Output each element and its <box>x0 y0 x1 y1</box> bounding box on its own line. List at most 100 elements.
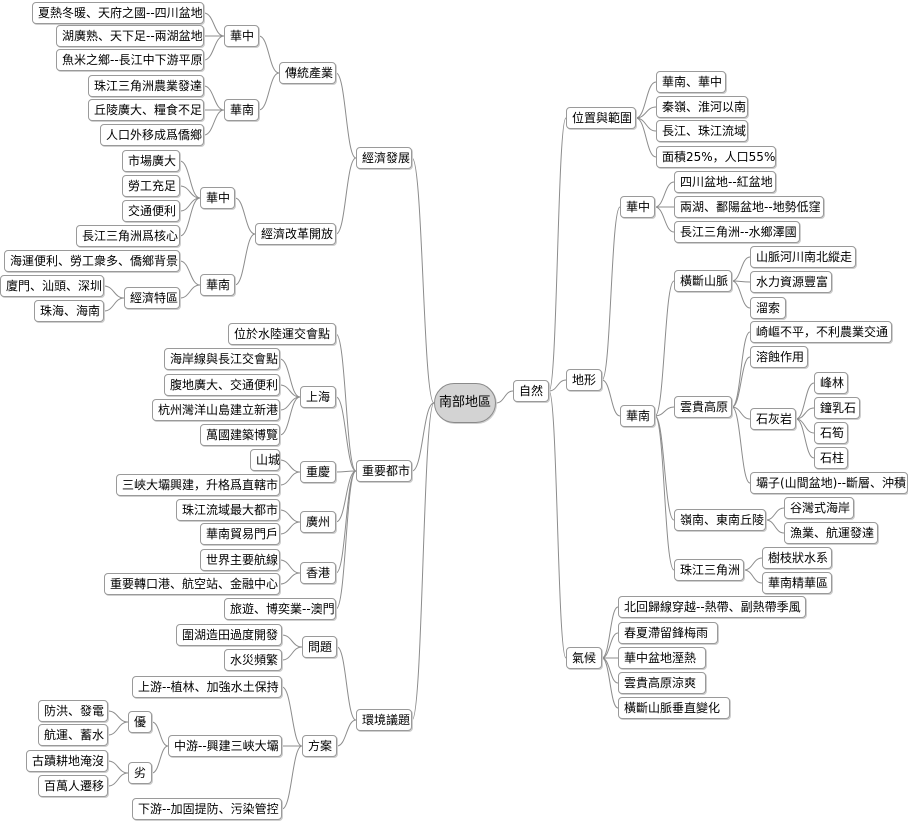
node-climate[interactable]: 氣候 <box>566 647 602 669</box>
node-ref-hz-1[interactable]: 市場廣大 <box>122 150 180 172</box>
node-hk-1[interactable]: 世界主要航線 <box>200 549 280 571</box>
node-dis-2[interactable]: 百萬人遷移 <box>38 775 108 797</box>
node-lime-3[interactable]: 石筍 <box>814 422 848 444</box>
link-trad-hn <box>258 72 280 111</box>
node-cl-2[interactable]: 春夏滯留鋒梅雨 <box>618 622 718 644</box>
node-loc-3[interactable]: 長江、珠江流域 <box>656 120 748 142</box>
node-lime[interactable]: 石灰岩 <box>750 408 796 430</box>
node-t-hz[interactable]: 華中 <box>620 196 655 218</box>
node-ref-hn-1[interactable]: 海運便利、勞工衆多、僑鄉背景 <box>4 250 180 272</box>
link-yg <box>654 406 675 417</box>
node-adv-1[interactable]: 防洪、發電 <box>38 700 108 722</box>
node-prob-1[interactable]: 圍湖造田過度開發 <box>176 624 282 646</box>
node-reform[interactable]: 經濟改革開放 <box>255 223 336 245</box>
node-hd-2[interactable]: 水力資源豐富 <box>750 271 832 293</box>
node-t-hz-3[interactable]: 長江三角洲--水鄉澤國 <box>674 221 800 243</box>
node-ln[interactable]: 嶺南、東南丘陵 <box>674 509 766 531</box>
node-sh-2[interactable]: 腹地廣大、交通便利 <box>164 374 280 396</box>
node-lime-1[interactable]: 峰林 <box>814 372 848 394</box>
node-trad-hn-1[interactable]: 珠江三角洲農業發達 <box>88 75 204 97</box>
node-ln-1[interactable]: 谷灣式海岸 <box>784 497 854 519</box>
node-ln-2[interactable]: 漁業、航運發達 <box>784 522 878 544</box>
node-yg-2[interactable]: 溶蝕作用 <box>750 346 808 368</box>
node-loc-2[interactable]: 秦嶺、淮河以南 <box>656 96 748 118</box>
node-trad-hz[interactable]: 華中 <box>224 25 259 47</box>
node-ref-hz-3[interactable]: 交通便利 <box>122 200 180 222</box>
link-macau <box>335 470 357 610</box>
link-t-hn <box>601 379 621 417</box>
node-dis[interactable]: 劣 <box>128 762 152 784</box>
node-gz[interactable]: 廣州 <box>300 511 336 533</box>
node-hk[interactable]: 香港 <box>300 562 336 584</box>
node-zj-2[interactable]: 華南精華區 <box>762 572 832 594</box>
node-cq[interactable]: 重慶 <box>300 461 336 483</box>
node-plan[interactable]: 方案 <box>302 735 337 757</box>
node-loc-1[interactable]: 華南、華中 <box>656 71 726 93</box>
node-trad[interactable]: 傳統產業 <box>279 62 336 84</box>
node-plan-up[interactable]: 上游--植林、加強水土保持 <box>132 676 282 698</box>
node-zj-1[interactable]: 樹枝狀水系 <box>762 547 832 569</box>
node-yg-1[interactable]: 崎嶇不平，不利農業交通 <box>750 321 892 343</box>
node-adv-2[interactable]: 航運、蓄水 <box>38 724 108 746</box>
link-sh-1 <box>279 358 301 398</box>
node-t-hz-1[interactable]: 四川盆地--紅盆地 <box>674 171 776 193</box>
node-yg[interactable]: 雲貴高原 <box>674 396 732 418</box>
link-econ <box>411 157 435 404</box>
node-hd-1[interactable]: 山脈河川南北縱走 <box>750 246 856 268</box>
node-sh[interactable]: 上海 <box>300 386 336 408</box>
node-trad-hz-2[interactable]: 湖廣熟、天下足--兩湖盆地 <box>56 25 204 47</box>
node-adv[interactable]: 優 <box>128 711 152 733</box>
node-lime-4[interactable]: 石柱 <box>814 447 848 469</box>
node-nature[interactable]: 自然 <box>513 380 549 402</box>
node-env[interactable]: 環境議題 <box>356 709 412 731</box>
node-econ[interactable]: 經濟發展 <box>356 147 412 169</box>
node-lime-2[interactable]: 鐘乳石 <box>814 397 860 419</box>
node-ref-sez-2[interactable]: 珠海、海南 <box>34 300 104 322</box>
node-gz-2[interactable]: 華南貿易門戶 <box>200 523 280 545</box>
node-trad-hz-3[interactable]: 魚米之鄉--長江中下游平原 <box>56 49 204 71</box>
link-hk-2 <box>279 572 301 585</box>
node-cl-4[interactable]: 雲貴高原涼爽 <box>618 672 706 694</box>
node-gz-1[interactable]: 珠江流域最大都市 <box>176 499 280 521</box>
node-cq-2[interactable]: 三峽大壩興建，升格爲直轄市 <box>116 474 280 496</box>
node-sh-3[interactable]: 杭州灣洋山島建立新港 <box>152 399 280 421</box>
node-trad-hn[interactable]: 華南 <box>224 99 259 121</box>
link-cq-2 <box>279 471 301 486</box>
node-hd[interactable]: 橫斷山脈 <box>674 270 732 292</box>
node-hd-3[interactable]: 溜索 <box>750 297 786 319</box>
node-dis-1[interactable]: 古蹟耕地淹沒 <box>26 750 108 772</box>
node-root[interactable]: 南部地區 <box>434 383 496 423</box>
node-city-0[interactable]: 位於水陸運交會點 <box>228 323 336 345</box>
node-hk-2[interactable]: 重要轉口港、航空站、金融中心 <box>104 573 280 595</box>
node-trad-hn-2[interactable]: 丘陵廣大、糧食不足 <box>88 99 204 121</box>
node-cl-5[interactable]: 橫斷山脈垂直變化 <box>618 697 730 719</box>
node-macau[interactable]: 旅遊、博奕業--澳門 <box>224 598 336 620</box>
node-cities[interactable]: 重要都市 <box>356 460 412 482</box>
link-adv <box>151 721 169 747</box>
node-sh-4[interactable]: 萬國建築博覽 <box>200 424 280 446</box>
node-ref-sez-1[interactable]: 廈門、汕頭、深圳 <box>0 275 104 297</box>
node-ref-hz[interactable]: 華中 <box>200 187 235 209</box>
node-sh-1[interactable]: 海岸線與長江交會點 <box>164 348 280 370</box>
node-cq-1[interactable]: 山城 <box>250 449 280 471</box>
node-ref-hz-4[interactable]: 長江三角洲爲核心 <box>76 225 180 247</box>
node-zj[interactable]: 珠江三角洲 <box>674 559 744 581</box>
node-trad-hz-1[interactable]: 夏熱冬暖、天府之國--四川盆地 <box>32 2 204 24</box>
node-ref-sez[interactable]: 經濟特區 <box>124 287 180 309</box>
node-plan-down[interactable]: 下游--加固提防、污染管控 <box>132 798 282 820</box>
node-ref-hn[interactable]: 華南 <box>200 274 235 296</box>
node-plan-mid[interactable]: 中游--興建三峽大壩 <box>168 735 282 757</box>
node-loc-4[interactable]: 面積25%，人口55% <box>656 146 776 168</box>
link-cl-1 <box>601 606 619 659</box>
node-cl-3[interactable]: 華中盆地溼熱 <box>618 647 706 669</box>
node-cl-1[interactable]: 北回歸線穿越--熱帶、副熱帶季風 <box>618 596 806 618</box>
node-terrain[interactable]: 地形 <box>566 369 602 391</box>
node-trad-hn-3[interactable]: 人口外移成爲僑鄉 <box>100 124 204 146</box>
node-yg-3[interactable]: 壩子(山間盆地)--斷層、沖積 <box>750 472 908 494</box>
node-t-hz-2[interactable]: 兩湖、鄱陽盆地--地勢低窪 <box>674 196 824 218</box>
node-t-hn[interactable]: 華南 <box>620 405 655 427</box>
node-prob-2[interactable]: 水災頻繁 <box>224 649 282 671</box>
node-prob[interactable]: 問題 <box>302 636 337 658</box>
node-loc[interactable]: 位置與範圍 <box>566 107 636 129</box>
node-ref-hz-2[interactable]: 勞工充足 <box>122 175 180 197</box>
